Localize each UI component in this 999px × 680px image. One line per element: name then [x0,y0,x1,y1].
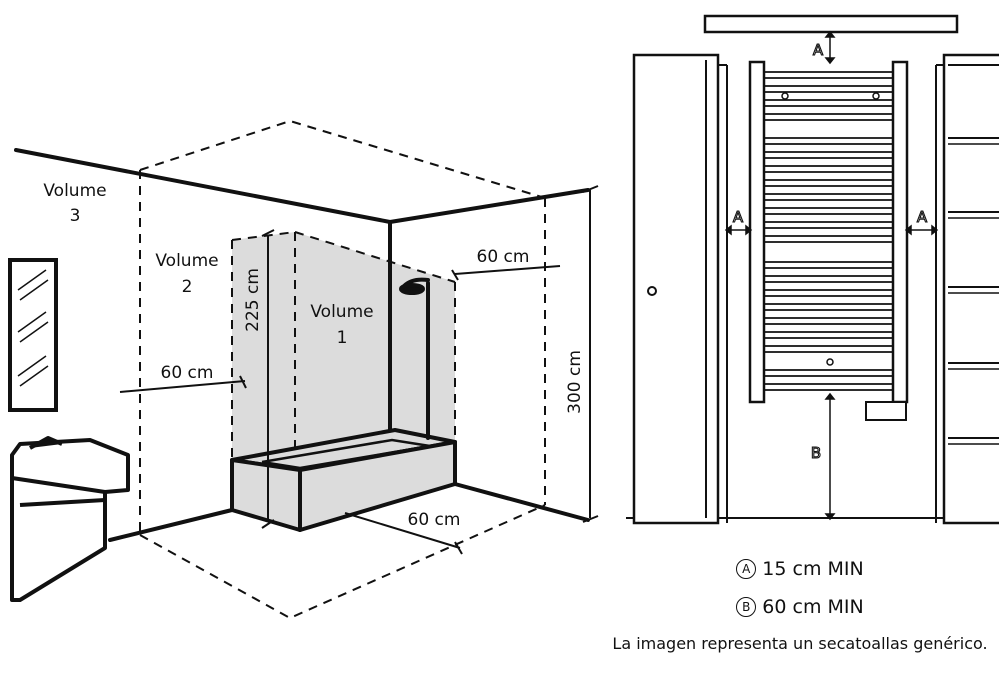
sink-cabinet [10,436,130,602]
room-walls [14,148,590,542]
volume1-label-line2: 1 [337,328,348,348]
towel-rail-diagram: A A A B [626,14,999,525]
legend-b-text: 60 cm MIN [762,596,864,618]
top-shelf [703,14,959,34]
legend-a-symbol: A [736,559,757,579]
dimension-60-floor-label: 60 cm [408,510,461,530]
volume3-label-line2: 3 [70,206,81,226]
volume1-label-line1: Volume [310,302,373,322]
mirror [8,258,58,412]
dimension-lines [119,185,599,555]
dimension-60-left-label: 60 cm [161,363,214,383]
volume2-label-line2: 2 [182,277,193,297]
dimension-60-top-label: 60 cm [477,247,530,267]
shower-head [399,277,430,440]
bathtub-inner-rim [261,438,431,470]
left-cabinet [632,53,728,525]
bathroom-diagram: Volume 3 Volume 2 Volume 1 225 cm 300 cm… [8,119,599,620]
towel-rail-control-box [865,401,907,421]
clearance-a-right-letter: A [917,208,928,226]
volume2-label-line1: Volume [155,251,218,271]
volume1-label: Volume 1 [310,302,373,348]
volume3-label-line1: Volume [43,181,106,201]
legend-note: La imagen representa un secatoallas gené… [612,634,988,653]
dimension-225-label: 225 cm [243,268,263,332]
right-shelving [935,53,999,525]
clearance-b-letter: B [811,444,821,462]
clearance-a-left-letter: A [733,208,744,226]
volume-outlines [139,119,546,620]
legend-b-symbol: B [736,597,757,617]
towel-rail-bars [764,71,893,391]
volume3-label: Volume 3 [43,181,106,226]
dimension-300-label: 300 cm [565,350,585,414]
clearance-dimensions [724,30,939,521]
volume2-label: Volume 2 [155,251,218,297]
clearance-a-top-letter: A [813,41,824,59]
legend-a-text: 15 cm MIN [762,558,864,580]
towel-rail [748,60,909,421]
